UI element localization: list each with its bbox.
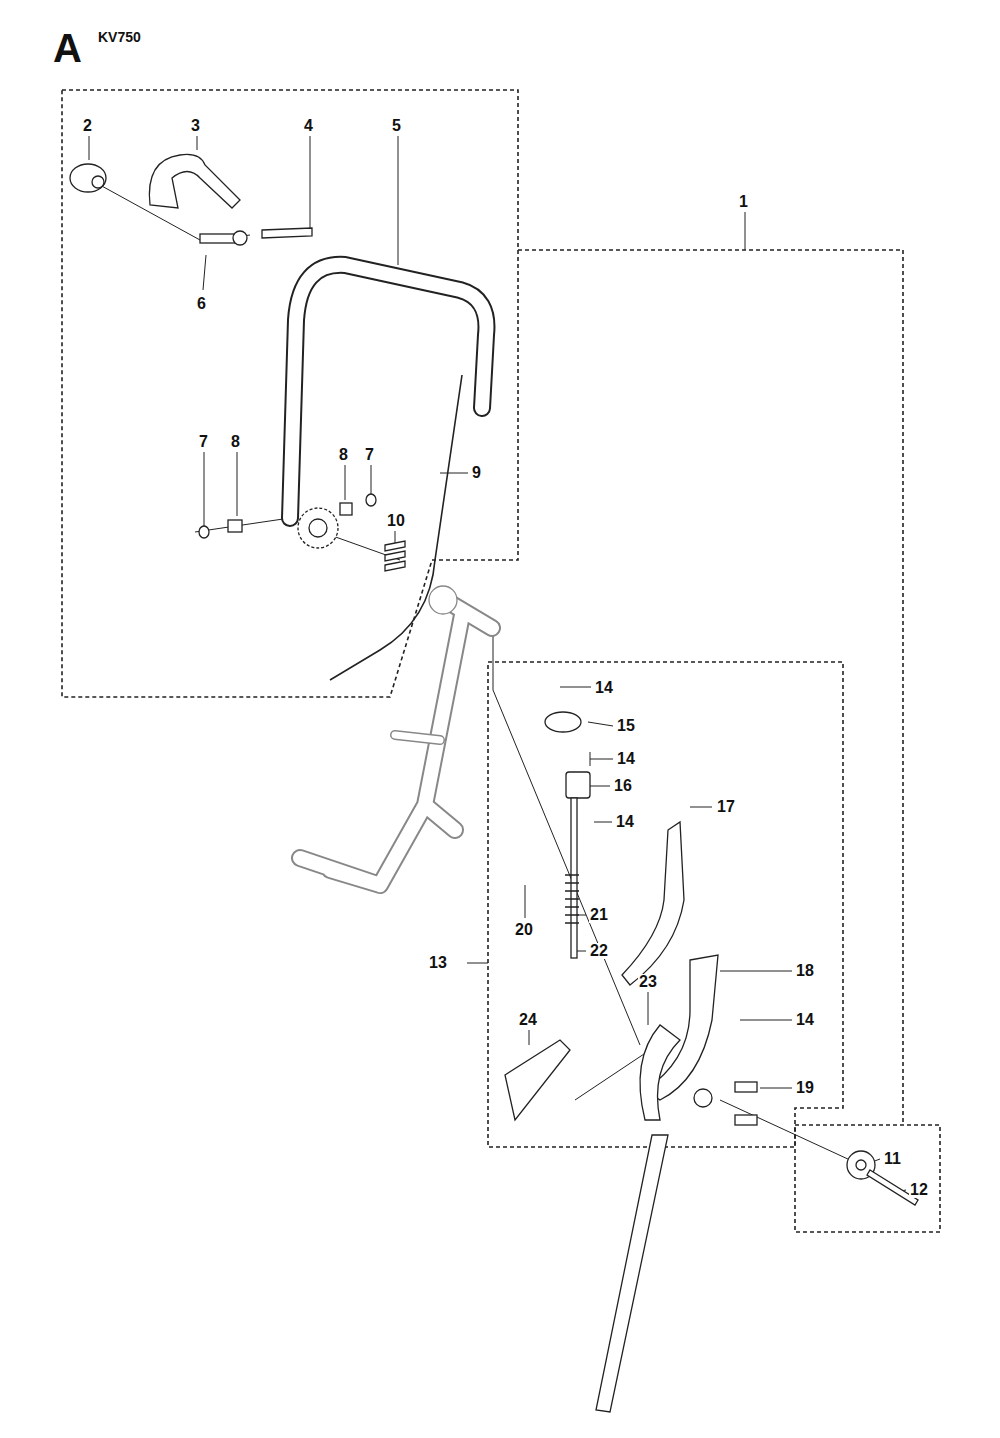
callout-number: 11 [883,1151,902,1167]
callout-number: 14 [615,814,635,830]
callout-number: 14 [594,680,614,696]
callout-number: 14 [795,1012,815,1028]
callout-number: 18 [795,963,815,979]
callout-number: 3 [190,118,201,134]
model-name: KV750 [97,30,142,44]
callout-number: 2 [82,118,93,134]
group-outline [518,250,903,1125]
callout-number: 15 [616,718,636,734]
callout-number: 13 [428,955,448,971]
callout-number: 12 [909,1182,929,1198]
callout-number: 8 [230,434,241,450]
callout-number: 5 [391,118,402,134]
callout-number: 4 [303,118,314,134]
callout-number: 10 [386,513,406,529]
callout-number: 23 [638,974,658,990]
callout-number: 14 [616,751,636,767]
group-outline [62,90,518,697]
callout-number: 22 [589,943,609,959]
callout-number: 24 [518,1012,538,1028]
callout-number: 6 [196,296,207,312]
callout-number: 19 [795,1080,815,1096]
group-outline [488,662,843,1147]
callout-number: 8 [338,447,349,463]
page-title: A [52,28,83,68]
group-outline [795,1125,940,1232]
callout-number: 7 [364,447,375,463]
callout-number: 17 [716,799,736,815]
callout-number: 21 [589,907,609,923]
callout-number: 20 [514,922,534,938]
callout-number: 7 [198,434,209,450]
callout-number: 9 [471,465,482,481]
callout-number: 16 [613,778,633,794]
callout-number: 1 [738,194,749,210]
